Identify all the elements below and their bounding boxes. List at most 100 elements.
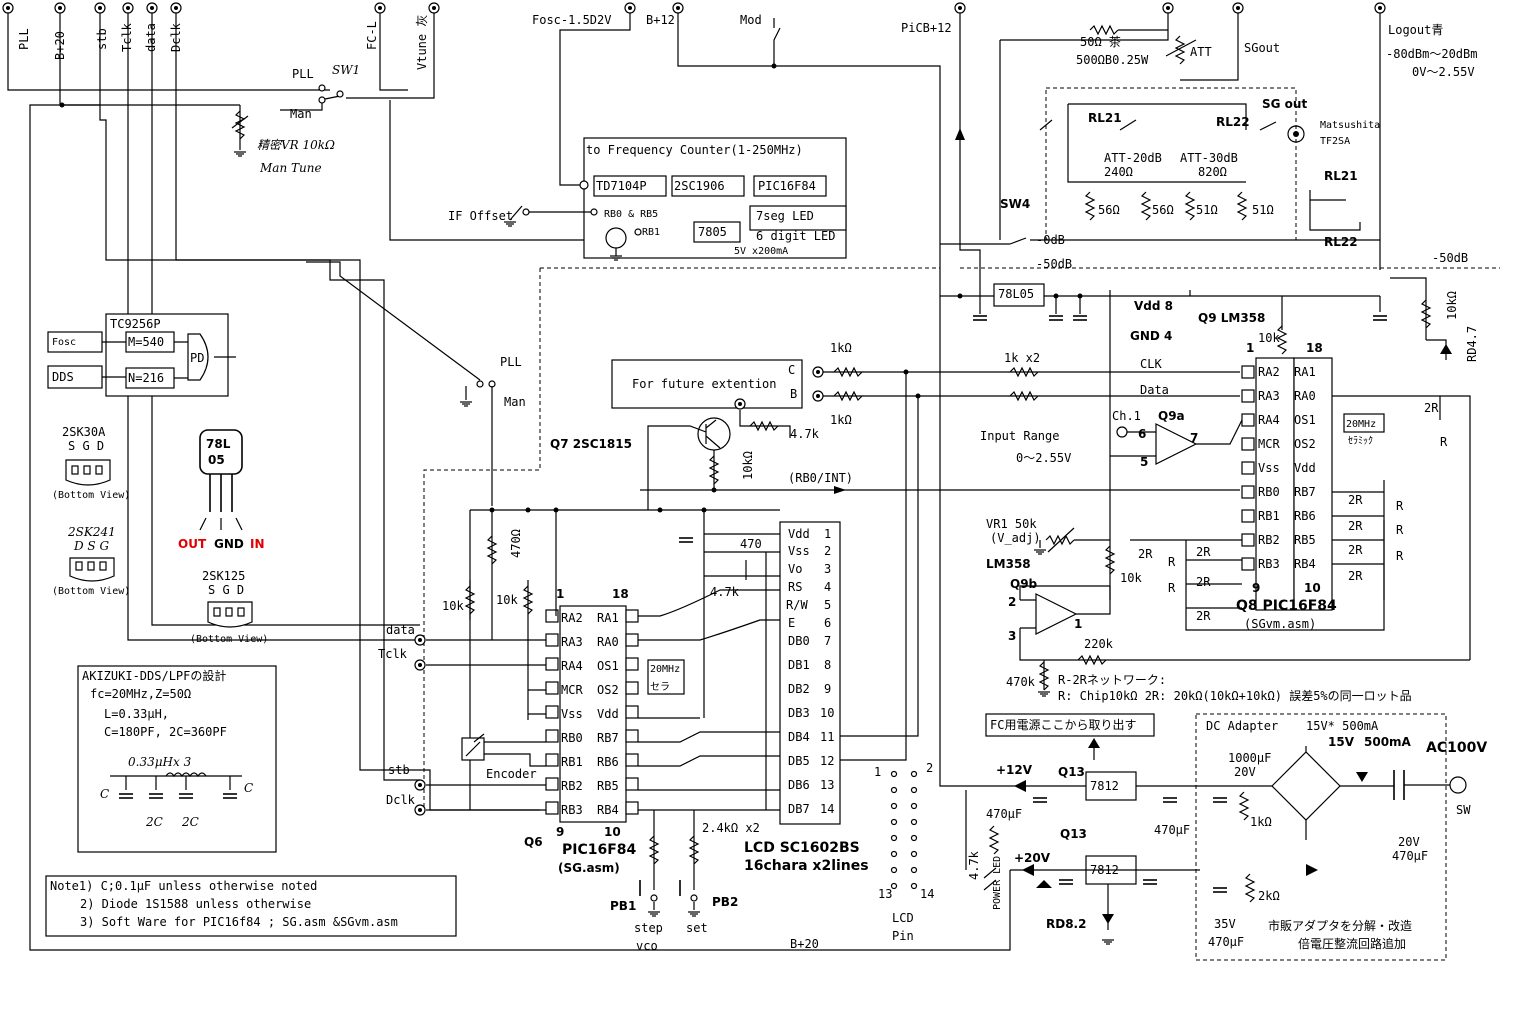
notes-box: Note1) C;0.1μF unless otherwise noted 2)…: [45, 875, 457, 937]
adapter-r2k: 2kΩ: [1258, 889, 1280, 903]
label-tclk-top: Tclk: [120, 22, 134, 52]
lpf-line2: L=0.33μH,: [104, 707, 169, 721]
q6-rb6: RB6: [597, 755, 619, 769]
q8-rb7: RB7: [1294, 485, 1316, 499]
lcd-pin-db7: DB7: [788, 802, 810, 816]
lcd-num-11: 11: [820, 730, 834, 744]
r2r-r-top: R: [1440, 435, 1448, 449]
reg-gnd: GND: [214, 537, 244, 551]
q8-ra4: RA4: [1258, 413, 1280, 427]
lcd-pin-numbers: 1 2 3 4 5 6 7 8 9 10 11 12 13 14: [820, 527, 834, 816]
q7-label: Q7 2SC1815: [550, 437, 632, 451]
adapter-c470b: 470μF: [1392, 849, 1428, 863]
note-1: Note1) C;0.1μF unless otherwise noted: [50, 879, 317, 893]
q8-ra2: RA2: [1258, 365, 1280, 379]
att-r1: 50Ω 茶: [1080, 34, 1121, 49]
att-r56b: 56Ω: [1152, 203, 1174, 217]
lpf-coil: 0.33μHx 3: [128, 755, 192, 769]
lcd-num-5: 5: [824, 598, 831, 612]
reg-legend-line1: 78L: [206, 437, 231, 451]
future-c: C: [788, 363, 795, 377]
power-20v: +20V: [1014, 851, 1051, 865]
label-picb12: PiCB+12: [901, 21, 952, 35]
adapter-note1: 市販アダプタを分解・改造: [1268, 918, 1412, 933]
pll-m: M=540: [128, 335, 164, 349]
q6-rb4: RB4: [597, 803, 619, 817]
lcd-pin-db2: DB2: [788, 682, 810, 696]
lcd-pinmap-14: 14: [920, 887, 934, 901]
lcd-num-9: 9: [824, 682, 831, 696]
lcd-r24k: 2.4kΩ x2: [702, 821, 760, 835]
q6-xtal2: セラ: [650, 681, 670, 693]
lpf-design-box: AKIZUKI-DDS/LPFの設計 fc=20MHz,Z=50Ω L=0.33…: [77, 665, 277, 853]
q6-pin10: 10: [604, 825, 621, 839]
counter-led: 7seg LED: [756, 209, 814, 223]
power-reg-7812a: 7812: [1090, 779, 1119, 793]
lcd-pin-rs: RS: [788, 580, 802, 594]
q6-r10k-b: 10k: [496, 593, 518, 607]
r2r-r-b: R: [1168, 581, 1176, 595]
lcd-module: Vdd Vss Vo RS R/W E DB0 DB1 DB2 DB3 DB4 …: [678, 521, 934, 943]
q8-data: Data: [1140, 383, 1169, 397]
lcd-pin-title: LCD: [892, 911, 914, 925]
adapter-20v: 20V: [1234, 765, 1256, 779]
q6-os1: OS1: [597, 659, 619, 673]
q8-clk: CLK: [1140, 357, 1162, 371]
q9a-range-v: 0～2.55V: [1016, 451, 1071, 465]
q8-pin18: 18: [1306, 341, 1323, 355]
q6-ra1: RA1: [597, 611, 619, 625]
lcd-num-13: 13: [820, 778, 834, 792]
r2r-2r-b: 2R: [1196, 545, 1211, 559]
power-rled: 4.7k: [967, 850, 981, 880]
adapter-spec: 15V* 500mA: [1306, 719, 1379, 733]
lcd-num-1: 1: [824, 527, 831, 541]
lcd-pin-vss: Vss: [788, 544, 810, 558]
q9a-pin7: 7: [1190, 431, 1198, 445]
lcd-sub: 16chara x2lines: [744, 858, 869, 874]
pb2-set: set: [686, 921, 708, 935]
q9-gnd: GND 4: [1130, 329, 1172, 343]
r2r-r-a: R: [1168, 555, 1176, 569]
adapter-sw: SW: [1456, 803, 1471, 817]
future-r2: 1kΩ: [830, 413, 852, 427]
lcd-pin-db1: DB1: [788, 658, 810, 672]
label-data-top: data: [144, 23, 158, 52]
adapter-15v: 15V: [1328, 735, 1355, 749]
lpf-title: AKIZUKI-DDS/LPFの設計: [82, 668, 226, 683]
lpf-line1: fc=20MHz,Z=50Ω: [90, 687, 191, 701]
q6-rb5: RB5: [597, 779, 619, 793]
lcd-pin-sub: Pin: [892, 929, 914, 943]
lcd-num-10: 10: [820, 706, 834, 720]
fet1-bottom: (Bottom View): [52, 490, 130, 501]
lcd-pin-header: [890, 770, 918, 890]
att-model: TF2SA: [1320, 136, 1350, 147]
lcd-pin-db4: DB4: [788, 730, 810, 744]
q6-mcr: MCR: [561, 683, 583, 697]
label-vtune-top: Vtune 灰: [415, 15, 429, 70]
q6-tclk: Tclk: [378, 647, 408, 661]
q8-pin1: 1: [1246, 341, 1254, 355]
lcd-pin-db3: DB3: [788, 706, 810, 720]
power-c470a: 470μF: [986, 807, 1022, 821]
q6-os2: OS2: [597, 683, 619, 697]
q6-label: Q6: [524, 835, 543, 849]
q8-mcr: MCR: [1258, 437, 1280, 451]
fet1-pins: S G D: [68, 439, 104, 453]
att-rl21-coil: RL21: [1324, 169, 1358, 183]
q8-rd47: RD4.7: [1465, 326, 1479, 362]
lcd-pinmap-13: 13: [878, 887, 892, 901]
q6-ra4: RA4: [561, 659, 583, 673]
r2r-r-c: R: [1396, 499, 1404, 513]
q8-os1: OS1: [1294, 413, 1316, 427]
power-led-label: POWER LED: [992, 856, 1003, 910]
q9b-pin2: 2: [1008, 595, 1016, 609]
top-signal-labels: PLL B+20 stb Tclk data Dclk FC-L Vtune 灰…: [17, 13, 952, 70]
att-30db: ATT-30dB: [1180, 151, 1238, 165]
counter-rb0: RB0 & RB5: [604, 209, 658, 220]
r2r-2r-c: 2R: [1196, 575, 1211, 589]
label-stb-top: stb: [95, 28, 109, 50]
q6-pin18: 18: [612, 587, 629, 601]
lcd-label: LCD SC1602BS: [744, 840, 860, 856]
